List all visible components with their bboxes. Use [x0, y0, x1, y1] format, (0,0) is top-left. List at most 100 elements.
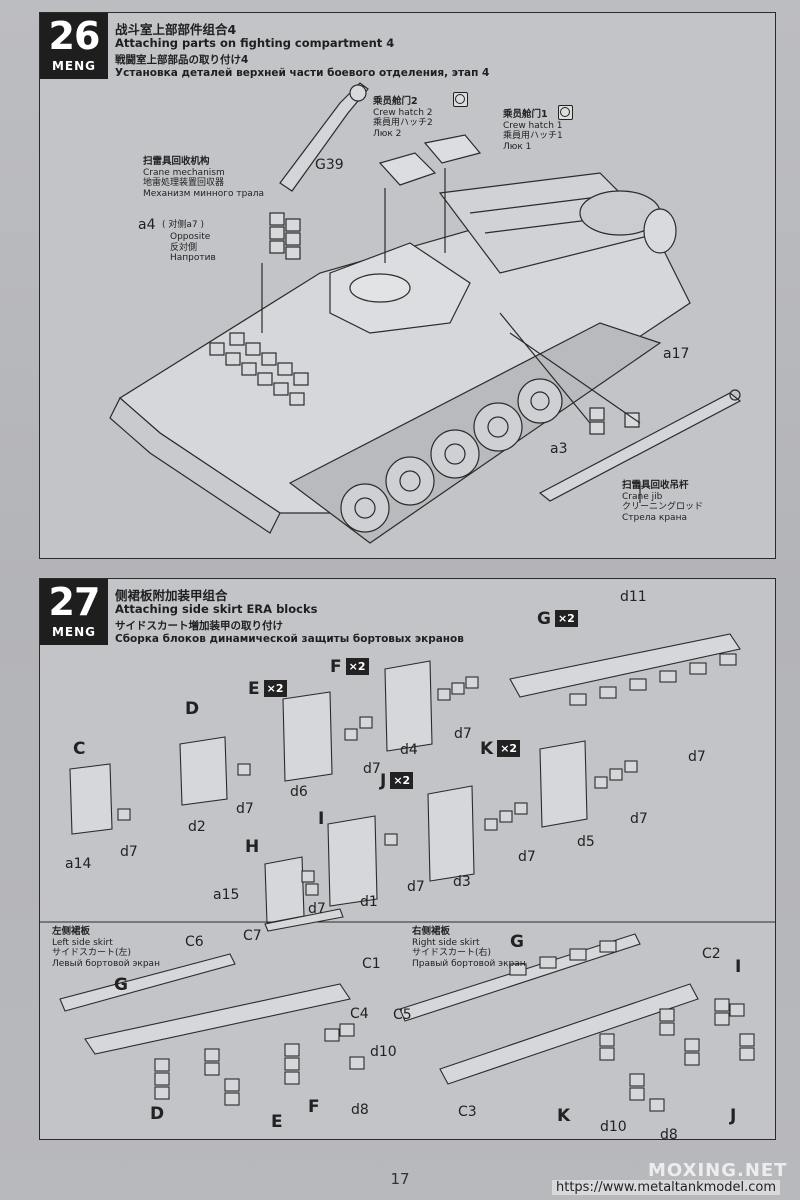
- part-d7: d7: [518, 849, 536, 865]
- part-g39: G39: [315, 157, 344, 173]
- right-skirt-k: K: [557, 1106, 571, 1126]
- part-a3: a3: [550, 441, 568, 457]
- subassembly-d: D: [185, 699, 200, 719]
- part-d10: d10: [370, 1044, 397, 1060]
- left-skirt-f: F: [308, 1097, 320, 1117]
- no-glue-icon-hatch1: [558, 105, 573, 120]
- jib-jp: クリーニングロッド: [622, 502, 704, 512]
- left-skirt-ru: Левый бортовой экран: [52, 958, 160, 969]
- part-a4: a4: [138, 217, 156, 233]
- part-d3: d3: [453, 874, 471, 890]
- meng-logo: MENG: [51, 625, 97, 639]
- crane-mech-en: Crane mechanism: [143, 167, 225, 178]
- right-skirt-j: J: [730, 1106, 737, 1126]
- right-skirt-cn: 右侧裙板: [412, 926, 451, 937]
- left-skirt-d: D: [150, 1104, 165, 1124]
- step-26-badge: 26 MENG: [40, 13, 108, 79]
- subassembly-h: H: [245, 837, 260, 857]
- part-c3: C3: [458, 1104, 477, 1120]
- part-a15: a15: [213, 887, 240, 903]
- step-26-title-jp: 戦闘室上部部品の取り付け4: [115, 54, 249, 66]
- caption-left-side-skirt: 左侧裙板 Left side skirt サイドスカート(左) Левый бо…: [52, 926, 160, 969]
- qty-badge-g: ×2: [554, 610, 578, 627]
- hatch1-en: Crew hatch 1: [503, 120, 563, 131]
- tank-hull-illustration: [109, 82, 742, 544]
- part-a14: a14: [65, 856, 92, 872]
- part-d10: d10: [600, 1119, 627, 1135]
- part-d8: d8: [351, 1102, 369, 1118]
- step-27-title-jp: サイドスカート増加装甲の取り付け: [115, 620, 283, 632]
- jib-en: Crane jib: [622, 491, 663, 502]
- left-skirt-cn: 左侧裙板: [52, 926, 91, 937]
- part-c4: C4: [350, 1006, 369, 1022]
- qty-badge-j: ×2: [390, 772, 414, 789]
- part-a17: a17: [663, 346, 690, 362]
- step-27-title-ru: Сборка блоков динамической защиты бортов…: [115, 633, 464, 645]
- right-skirt-g: G: [510, 932, 524, 952]
- right-skirt-jp: サイドスカート(右): [412, 948, 492, 958]
- step-27-title-cn: 侧裙板附加装甲组合: [115, 588, 228, 603]
- part-d8: d8: [660, 1127, 678, 1143]
- step-26-number: 26: [48, 14, 101, 58]
- part-c1: C1: [362, 956, 381, 972]
- part-c6: C6: [185, 934, 204, 950]
- crane-mech-ru: Механизм минного трала: [143, 188, 265, 199]
- hatch2-ru: Люк 2: [373, 128, 402, 139]
- opposite-jp: 反対側: [170, 242, 198, 253]
- crane-mech-jp: 地雷処理装置回収器: [143, 178, 225, 188]
- qty-badge-f: ×2: [345, 658, 369, 675]
- part-d6: d6: [290, 784, 308, 800]
- label-crew-hatch-2: 乘员舱门2 Crew hatch 2 乘員用ハッチ2 Люк 2: [373, 96, 433, 139]
- left-skirt-jp: サイドスカート(左): [52, 948, 132, 958]
- step-27-badge: 27 MENG: [40, 579, 108, 645]
- part-d7: d7: [236, 801, 254, 817]
- qty-badge-e: ×2: [263, 680, 287, 697]
- part-d7: d7: [688, 749, 706, 765]
- subassembly-c: C: [73, 739, 86, 759]
- subassembly-g-letter: G: [537, 609, 551, 629]
- subassembly-k-letter: K: [480, 739, 494, 759]
- label-opposite: Opposite 反対側 Напротив: [170, 232, 216, 264]
- part-d7: d7: [454, 726, 472, 742]
- step-26-panel: 26 MENG 战斗室上部部件组合4 Attaching parts on fi…: [39, 12, 776, 559]
- step-26-title-cn: 战斗室上部部件组合4: [115, 22, 237, 37]
- jib-cn: 扫雷具回收吊杆: [622, 480, 689, 491]
- step-27-number: 27: [48, 580, 101, 624]
- hatch2-cn: 乘员舱门2: [373, 96, 418, 107]
- part-a4-opposite-ref: ( 对侧a7 ): [162, 220, 204, 230]
- era-blocks-illustration: [40, 633, 775, 1112]
- part-d11: d11: [620, 589, 647, 605]
- hatch1-ru: Люк 1: [503, 141, 532, 152]
- source-url: https://www.metaltankmodel.com: [552, 1180, 780, 1195]
- label-crane-jib: 扫雷具回收吊杆 Crane jib クリーニングロッド Стрела крана: [622, 480, 704, 523]
- no-glue-icon-hatch2: [453, 92, 468, 107]
- page-number: 17: [390, 1170, 410, 1188]
- crane-mech-cn: 扫雷具回收机构: [143, 156, 210, 167]
- meng-logo: MENG: [51, 59, 97, 73]
- subassembly-f: F×2: [330, 657, 369, 677]
- subassembly-e: E×2: [248, 679, 287, 699]
- step-26-title-ru: Установка деталей верхней части боевого …: [115, 67, 490, 79]
- subassembly-j: J×2: [380, 771, 414, 791]
- part-c7: C7: [243, 928, 262, 944]
- jib-ru: Стрела крана: [622, 512, 687, 523]
- qty-badge-k: ×2: [497, 740, 521, 757]
- part-d7: d7: [407, 879, 425, 895]
- left-skirt-en: Left side skirt: [52, 937, 113, 948]
- right-skirt-ru: Правый бортовой экран: [412, 958, 526, 969]
- hatch1-cn: 乘员舱门1: [503, 109, 548, 120]
- label-crew-hatch-1: 乘员舱门1 Crew hatch 1 乘員用ハッチ1 Люк 1: [503, 109, 563, 152]
- part-d4: d4: [400, 742, 418, 758]
- step-27-panel: 27 MENG 侧裙板附加装甲组合 Attaching side skirt E…: [39, 578, 776, 1143]
- subassembly-f-letter: F: [330, 657, 342, 677]
- right-skirt-i: I: [735, 957, 742, 977]
- part-c2: C2: [702, 946, 721, 962]
- right-skirt-en: Right side skirt: [412, 937, 480, 948]
- hatch2-en: Crew hatch 2: [373, 107, 433, 118]
- part-d7: d7: [120, 844, 138, 860]
- opposite-en: Opposite: [170, 232, 211, 242]
- opposite-ru: Напротив: [170, 253, 216, 263]
- hatch1-jp: 乘員用ハッチ1: [503, 131, 563, 141]
- part-d2: d2: [188, 819, 206, 835]
